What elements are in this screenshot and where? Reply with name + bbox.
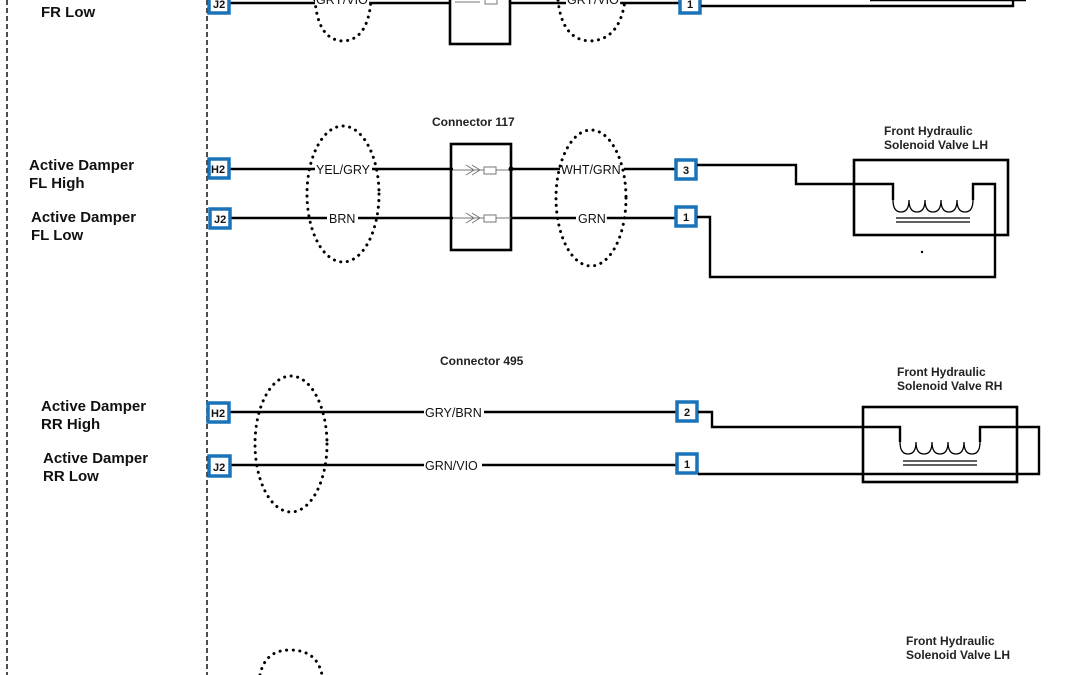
rr-wire-high-label: GRY/BRN <box>425 406 482 420</box>
section-rr: Active Damper RR High Active Damper RR L… <box>41 354 1041 514</box>
pin-label: 1 <box>683 212 689 224</box>
connector-117-box <box>449 142 513 252</box>
fl-dot <box>920 250 924 254</box>
fl-low-label-1: Active Damper <box>31 209 136 226</box>
connector-117-terminal-1 <box>453 164 514 176</box>
fl-wire-in-low-label: BRN <box>329 212 355 226</box>
rr-solenoid-box <box>861 405 1019 484</box>
pin-h2-fl[interactable]: H2 <box>207 157 231 180</box>
pin-1-fr[interactable]: 1 <box>678 0 702 15</box>
pin-1-fl[interactable]: 1 <box>674 205 698 228</box>
wire-label-bg <box>566 0 621 5</box>
fl-coil-icon <box>892 199 974 213</box>
pin-label: 1 <box>687 0 693 11</box>
fl-solenoid-box <box>852 158 1010 237</box>
wire-label-bg <box>315 165 372 175</box>
pin-label: 1 <box>684 459 690 471</box>
fl-wire-in-high-label: YEL/GRY <box>316 163 371 177</box>
fl-low-label-2: FL Low <box>31 227 84 244</box>
pin-label: J2 <box>213 0 225 11</box>
fl-solenoid-wire-low <box>697 182 997 279</box>
fr-low-label: FR Low <box>41 4 95 21</box>
connector-495-title: Connector 495 <box>440 354 524 368</box>
wire-label-bg <box>577 214 607 224</box>
pin-2-rr[interactable]: 2 <box>675 400 699 423</box>
pin-3-fl[interactable]: 3 <box>674 158 698 181</box>
fr-wire-in-label: GRY/VIO <box>316 0 368 7</box>
fl-shield-left <box>305 124 381 264</box>
fl-solenoid-wire-high <box>697 163 895 200</box>
bottom-component-label-1: Front Hydraulic <box>906 634 995 648</box>
rr-low-label-2: RR Low <box>43 468 99 485</box>
pin-label: 3 <box>683 165 689 177</box>
fl-component-label-2: Solenoid Valve LH <box>884 138 988 152</box>
pin-label: H2 <box>211 408 225 420</box>
pin-1-rr[interactable]: 1 <box>675 452 699 475</box>
rr-component-label-2: Solenoid Valve RH <box>897 379 1002 393</box>
fr-terminal-pin <box>484 0 498 5</box>
rr-component-label-1: Front Hydraulic <box>897 365 986 379</box>
wire-label-bg <box>328 214 357 224</box>
wire-label-bg <box>424 461 480 471</box>
fl-shield-right <box>554 128 628 268</box>
fl-wire-out-high-label: WHT/GRN <box>561 163 621 177</box>
fl-wire-out-low-label: GRN <box>578 212 606 226</box>
fl-component-label-1: Front Hydraulic <box>884 124 973 138</box>
rr-solenoid-wire-low <box>698 425 1041 476</box>
bottom-component-label-2: Solenoid Valve LH <box>906 648 1010 662</box>
fr-shield-left <box>313 0 373 43</box>
rr-wire-low-label: GRN/VIO <box>425 459 478 473</box>
pin-label: H2 <box>211 164 225 176</box>
connector-117-title: Connector 117 <box>432 115 515 129</box>
section-bottom: Front Hydraulic Solenoid Valve LH <box>258 634 1010 675</box>
wire-label-bg <box>560 165 622 175</box>
pin-j2-rr[interactable]: J2 <box>207 454 232 478</box>
fr-wire-out-label: GRY/VIO <box>567 0 619 7</box>
rr-shield <box>253 374 329 514</box>
fl-high-label-1: Active Damper <box>29 157 134 174</box>
rr-low-label-1: Active Damper <box>43 450 148 467</box>
fr-connector-box <box>448 0 512 46</box>
pin-label: J2 <box>213 462 225 474</box>
pin-j2-fl[interactable]: J2 <box>208 207 232 230</box>
pin-label: J2 <box>214 214 226 226</box>
pin-h2-rr[interactable]: H2 <box>206 401 231 424</box>
wire-label-bg <box>424 408 483 418</box>
rr-high-label-1: Active Damper <box>41 398 146 415</box>
pin-label: 2 <box>684 407 690 419</box>
wire-label-bg <box>315 0 370 5</box>
rr-high-label-2: RR High <box>41 416 100 433</box>
fr-return-wire <box>701 0 1015 8</box>
fl-high-label-2: FL High <box>29 175 85 192</box>
section-fl: Active Damper FL High Active Damper FL L… <box>29 115 1010 279</box>
connector-117-terminal-2 <box>453 212 511 224</box>
bottom-shield <box>258 648 324 675</box>
rr-solenoid-wire-high <box>698 410 902 442</box>
rr-coil-icon <box>899 441 981 455</box>
pin-j2-fr[interactable]: J2 <box>207 0 231 15</box>
section-fr: FR Low J2 GRY/VIO GRY/VIO 1 <box>41 0 1026 46</box>
